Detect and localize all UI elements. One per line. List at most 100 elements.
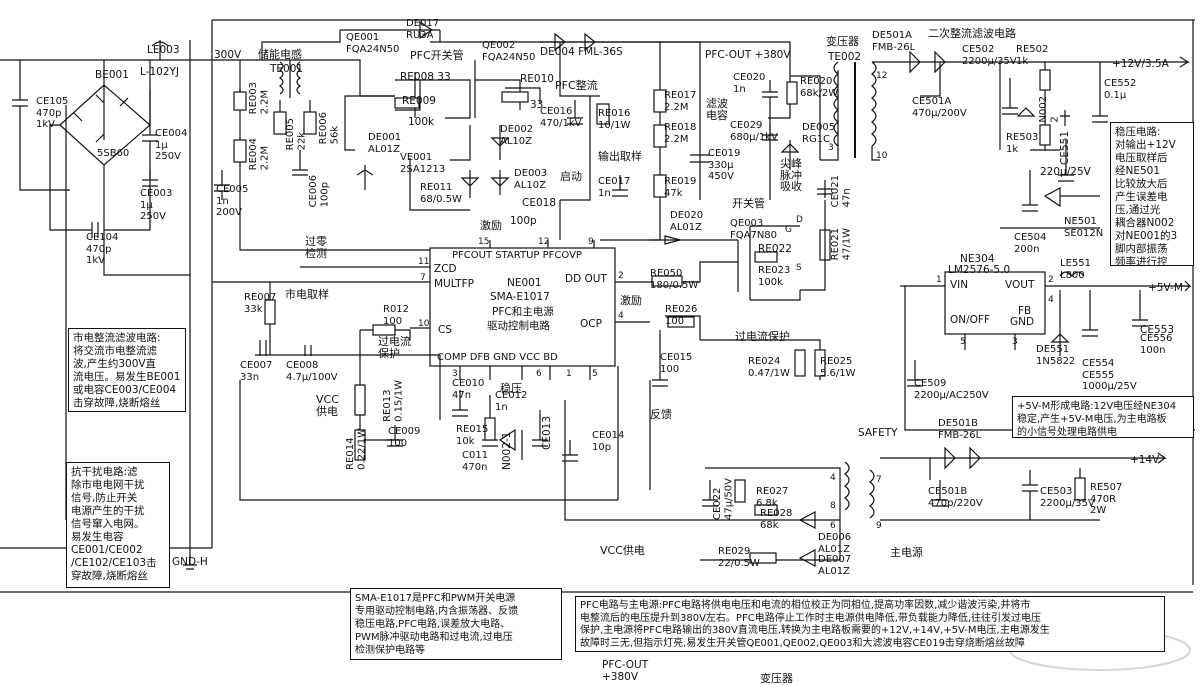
comp-r33: 33 bbox=[530, 99, 543, 111]
comp-re023: RE023 100k bbox=[758, 265, 791, 288]
comp-re015: RE015 10k bbox=[456, 424, 489, 447]
comp-ce501b: CE501B 470p/220V bbox=[928, 486, 983, 509]
comp-le551: LE551 L800 bbox=[1060, 258, 1091, 281]
label-inductor: LE003 bbox=[147, 44, 180, 56]
ic-pin7: 7 bbox=[420, 273, 426, 283]
comp-qe001: QE001 FQA24N50 bbox=[346, 32, 400, 55]
comp-re003: RE003 2.2M bbox=[248, 82, 271, 115]
comp-re028: RE028 68k bbox=[760, 508, 793, 531]
ic-desc2: 驱动控制电路 bbox=[487, 319, 550, 332]
out-12v: +12V/3.5A bbox=[1112, 58, 1170, 70]
comp-re004: RE004 2.2M bbox=[248, 138, 271, 171]
ne304-onoff: ON/OFF bbox=[950, 314, 990, 326]
out-5v: +5V-M bbox=[1148, 282, 1183, 294]
secondary-section bbox=[900, 50, 1110, 229]
label-transformer: 变压器 bbox=[826, 34, 859, 48]
comp-pin-s: S bbox=[796, 263, 802, 273]
label-current-protect: 过电流 保护 bbox=[378, 335, 411, 360]
comp-qe002: QE002 FQA24N50 bbox=[482, 40, 536, 63]
ic-pin15: 15 bbox=[478, 237, 489, 247]
label-bottom-transformer: 变压器 bbox=[760, 671, 793, 685]
comp-ce018: CE018 bbox=[522, 197, 556, 209]
label-pfc-out: PFC-OUT +380V bbox=[705, 49, 791, 61]
ne304-p1: 1 bbox=[936, 275, 942, 285]
comp-de501b: DE501B FMB-26L bbox=[938, 418, 982, 441]
ne304-part: LM2576-5.0 bbox=[948, 264, 1010, 276]
comp-re016: RE016 10/1W bbox=[598, 108, 631, 131]
comp-ce021: CE021 47n bbox=[830, 175, 853, 208]
label-switch-tube: 开关管 bbox=[732, 196, 765, 210]
comp-re018: RE018 2.2M bbox=[664, 122, 697, 145]
label-feedback: 反馈 bbox=[650, 408, 672, 421]
plus14v-section bbox=[869, 446, 1130, 521]
comp-pin12: 12 bbox=[876, 71, 887, 81]
comp-ce104: CE104 470p 1kV bbox=[86, 232, 119, 266]
comp-re050: RE050 180/0.5W bbox=[650, 268, 699, 291]
ic-pin1: 1 bbox=[566, 369, 572, 379]
ic-zcd: ZCD bbox=[434, 263, 457, 275]
label-output-sample: 输出取样 bbox=[598, 149, 642, 163]
comp-de551: DE551 1N5822 bbox=[1036, 344, 1076, 367]
comp-ce502: CE502 2200μ/35V bbox=[962, 44, 1017, 67]
comp-re010: RE010 bbox=[520, 73, 554, 85]
comp-pin7: 7 bbox=[876, 475, 882, 485]
ic-pin4: 4 bbox=[618, 311, 624, 321]
label-gnd: GND-H bbox=[172, 556, 208, 568]
transformer-te002 bbox=[833, 61, 900, 161]
comp-n002-1: N002-1 bbox=[501, 432, 513, 470]
label-pfc-rectify: PFC整流 bbox=[555, 78, 598, 92]
note-mains-rectify: 市电整流滤波电路: 将交流市电整流滤 波,产生约300V直 流电压。易发生BE0… bbox=[68, 328, 186, 412]
comp-de004: DE004 FML-36S bbox=[540, 46, 623, 58]
comp-ce556: CE556 100n bbox=[1140, 333, 1173, 356]
label-bottom-pfc: PFC-OUT +380V bbox=[602, 659, 649, 683]
comp-c100p: 100p bbox=[510, 215, 537, 227]
comp-re024: RE024 0.47/1W bbox=[748, 356, 790, 379]
label-vcc-supply2: VCC供电 bbox=[600, 543, 645, 557]
comp-ce022: CE022 47μ/50V bbox=[712, 478, 735, 521]
label-overcurrent: 过电流保护 bbox=[735, 329, 790, 343]
ic-cs: CS bbox=[438, 324, 452, 336]
label-safety: SAFETY bbox=[858, 427, 898, 439]
ic-pin12: 12 bbox=[538, 237, 549, 247]
sampling-protection-section bbox=[239, 282, 850, 567]
comp-pin4: 4 bbox=[830, 473, 836, 483]
out-14v: +14V bbox=[1130, 454, 1160, 466]
comp-ce012: CE012 1n bbox=[495, 390, 528, 413]
label-main-power: 主电源 bbox=[890, 545, 923, 559]
comp-re021: RE021 47/1W bbox=[830, 228, 853, 261]
comp-re014: RE014 0.22/1W bbox=[345, 428, 368, 470]
comp-ce015: CE015 100 bbox=[660, 352, 693, 375]
comp-ce017: CE017 1n bbox=[598, 176, 631, 199]
comp-re502: RE502 1k bbox=[1016, 44, 1049, 67]
comp-ce014: CE014 10p bbox=[592, 430, 625, 453]
comp-re027: RE027 6.8k bbox=[756, 486, 789, 509]
comp-de020: DE020 AL01Z bbox=[670, 210, 704, 233]
comp-re503: RE503 1k bbox=[1006, 132, 1039, 155]
comp-de005: DE005 RG1C bbox=[802, 122, 836, 145]
comp-re017: RE017 2.2M bbox=[664, 90, 697, 113]
comp-ce008: CE008 4.7μ/100V bbox=[286, 360, 338, 383]
comp-ce551: CE551 bbox=[1059, 131, 1071, 165]
comp-de006: DE006 AL01Z bbox=[818, 532, 852, 555]
comp-de017: DE017 RU3A bbox=[406, 18, 440, 41]
mains-input-section bbox=[0, 40, 210, 570]
comp-pin-g: G bbox=[785, 225, 792, 235]
comp-re008: RE008 33 bbox=[400, 71, 451, 83]
ic-multfp: MULTFP bbox=[434, 278, 474, 290]
label-connector: BE001 bbox=[95, 69, 129, 81]
ne304-fb: FB bbox=[1018, 305, 1031, 317]
comp-ce504: CE504 200n bbox=[1014, 232, 1047, 255]
ic-pin3: 3 bbox=[452, 369, 458, 379]
label-startup: 启动 bbox=[560, 170, 582, 183]
ic-dd-out: DD OUT bbox=[565, 273, 607, 285]
comp-c011: C011 470n bbox=[462, 450, 489, 473]
comp-ce553: CE553 bbox=[1140, 324, 1174, 336]
label-spike-absorb: 尖峰 脉冲 吸收 bbox=[780, 157, 802, 193]
comp-ce501a: CE501A 470μ/200V bbox=[912, 96, 967, 119]
comp-ce503: CE503 2200μ/35V bbox=[1040, 486, 1095, 509]
comp-re009: RE009 bbox=[402, 95, 436, 107]
text-labels: LE003 L-102YJ BE001 GND-H 300V 储能电感 PFC开… bbox=[95, 26, 1183, 685]
ic-desc1: PFC和主电源 bbox=[492, 305, 554, 318]
label-zero-detect: 过零 检测 bbox=[305, 235, 327, 260]
